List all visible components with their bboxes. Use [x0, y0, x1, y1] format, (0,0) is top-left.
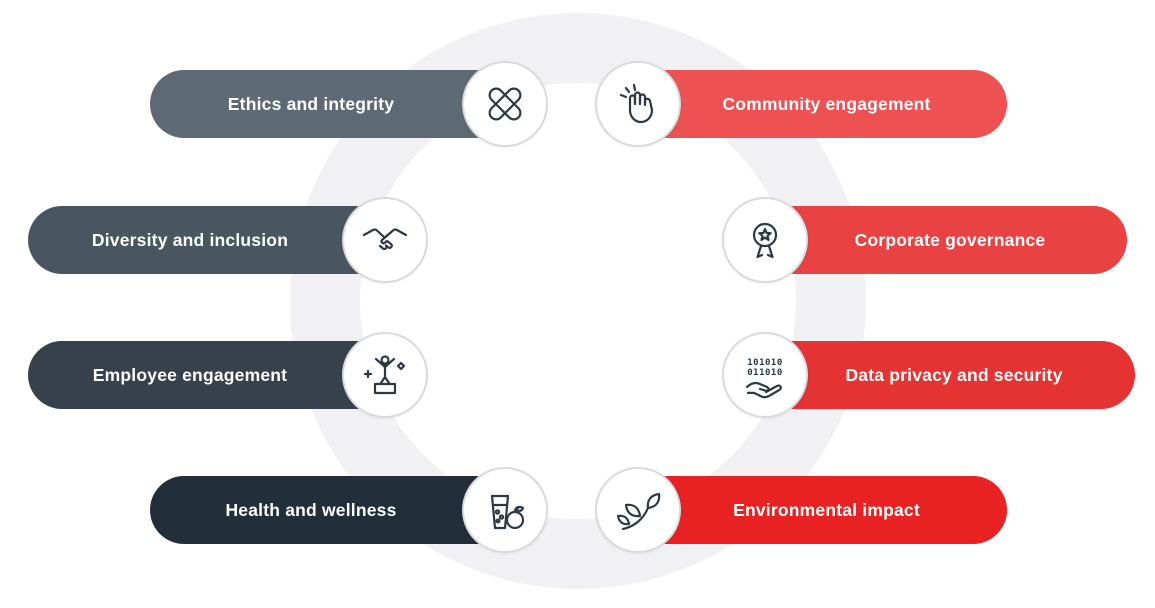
pill-label: Diversity and inclusion — [91, 229, 289, 250]
data-privacy-icon-circle: 101010 011010 — [722, 332, 808, 418]
pill-label: Environmental impact — [733, 499, 920, 520]
award-rosette-icon — [741, 216, 789, 264]
pill-diversity-and-inclusion: Diversity and inclusion — [28, 206, 392, 274]
data-in-hand-icon: 101010 011010 — [741, 351, 789, 399]
pill-ethics-and-integrity: Ethics and integrity — [150, 70, 512, 138]
pill-employee-engagement: Employee engagement — [28, 341, 392, 409]
pill-label: Corporate governance — [854, 229, 1046, 250]
svg-text:011010: 011010 — [747, 368, 783, 378]
pill-label: Ethics and integrity — [227, 93, 395, 114]
community-icon-circle — [595, 61, 681, 147]
svg-text:101010: 101010 — [747, 358, 783, 368]
pill-label: Employee engagement — [92, 364, 288, 385]
leaves-icon — [614, 486, 662, 534]
pill-label: Data privacy and security — [845, 364, 1063, 385]
pill-health-and-wellness: Health and wellness — [150, 476, 512, 544]
celebration-podium-icon — [361, 351, 409, 399]
healthy-lifestyle-icon — [481, 486, 529, 534]
employee-icon-circle — [342, 332, 428, 418]
ethics-icon-circle — [462, 61, 548, 147]
environment-icon-circle — [595, 467, 681, 553]
governance-icon-circle — [722, 197, 808, 283]
united-hands-icon — [481, 80, 529, 128]
pill-label: Health and wellness — [225, 499, 397, 520]
health-icon-circle — [462, 467, 548, 553]
pill-label: Community engagement — [722, 93, 931, 114]
clapping-hands-icon — [614, 80, 662, 128]
diversity-icon-circle — [342, 197, 428, 283]
handshake-icon — [361, 216, 409, 264]
